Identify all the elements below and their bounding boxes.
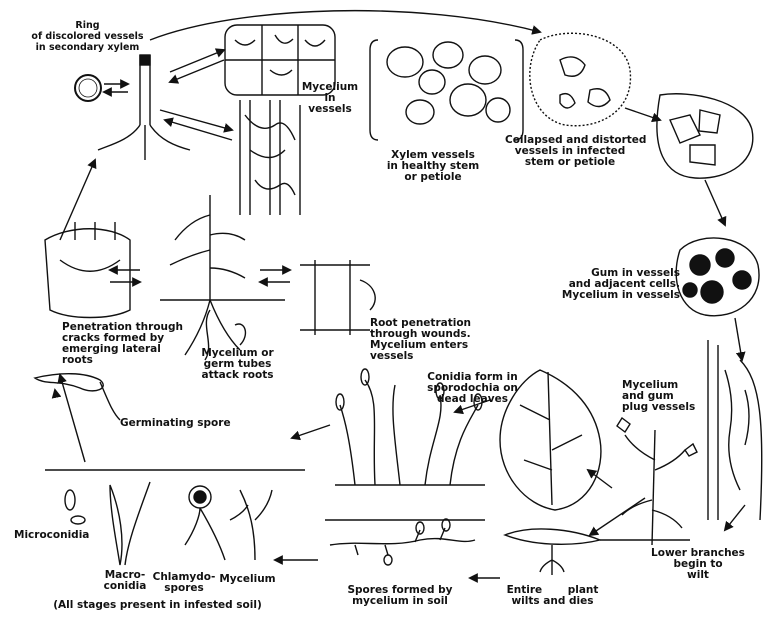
root-penetration-drawing xyxy=(300,260,375,335)
label-xylem-healthy: Xylem vessels in healthy stem or petiole xyxy=(378,150,488,183)
label-ring: Ring of discolored vessels in secondary … xyxy=(10,20,165,53)
microconidia-drawing xyxy=(65,490,85,524)
label-microconidia: Microconidia xyxy=(14,530,99,541)
label-macroconidia: Macro- conidia xyxy=(100,570,150,592)
ring-cross-section xyxy=(75,75,101,101)
collapsed-vessels xyxy=(530,33,631,126)
label-collapsed: Collapsed and distorted vessels in infec… xyxy=(505,135,635,168)
label-entire-plant: Entire plant wilts and dies xyxy=(495,585,610,607)
wilting-plant xyxy=(600,418,697,545)
label-mycelium-gum-plug: Mycelium and gum plug vessels xyxy=(622,380,702,413)
label-mycelium-in-vessels: Mycelium in vessels xyxy=(300,82,360,115)
dead-plant xyxy=(505,529,600,575)
cells-right-top xyxy=(657,94,753,178)
mycelium-soil-drawing xyxy=(230,490,272,560)
stem-root-drawing xyxy=(98,55,190,160)
label-spores-formed: Spores formed by mycelium in soil xyxy=(335,585,465,607)
label-germinating-spore: Germinating spore xyxy=(120,418,240,429)
plugged-vessels xyxy=(708,340,762,520)
vessels-with-mycelium xyxy=(240,100,300,215)
label-all-stages: (All stages present in infested soil) xyxy=(25,600,290,611)
label-conidia-form: Conidia form in sporodochia on dead leav… xyxy=(420,372,525,405)
label-chlamydospores: Chlamydo- spores xyxy=(148,572,220,594)
gum-vessels xyxy=(676,238,759,316)
label-mycelium: Mycelium xyxy=(215,574,280,585)
germinating-spore xyxy=(35,374,120,420)
label-penetration-cracks: Penetration through cracks formed by eme… xyxy=(62,322,182,366)
label-lower-branches: Lower branches begin to wilt xyxy=(648,548,748,581)
macroconidia-drawing xyxy=(110,482,150,565)
label-mycelium-germ-tubes: Mycelium or germ tubes attack roots xyxy=(195,348,280,381)
label-root-penetration: Root penetration through wounds. Myceliu… xyxy=(370,318,485,362)
chlamydospores-drawing xyxy=(185,486,225,560)
healthy-xylem xyxy=(370,40,523,140)
spores-in-soil xyxy=(325,519,485,565)
label-gum: Gum in vessels and adjacent cells. Mycel… xyxy=(545,268,680,301)
